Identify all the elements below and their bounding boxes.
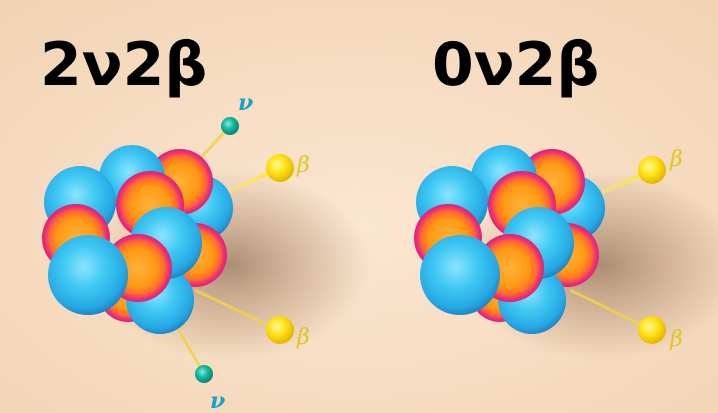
neutron bbox=[48, 235, 128, 315]
neutrino-particle-bottom bbox=[195, 365, 213, 383]
beta-particle-bottom bbox=[266, 316, 294, 344]
beta-trail-bottom bbox=[194, 288, 279, 332]
right-title: 0ν2β bbox=[432, 30, 599, 100]
beta-particle-bottom bbox=[638, 316, 666, 344]
nucleus-left bbox=[42, 145, 233, 334]
beta-label-top: β bbox=[296, 153, 310, 178]
beta-trail-bottom bbox=[569, 288, 653, 332]
neutron bbox=[420, 235, 500, 315]
right-panel: 0ν2β β β bbox=[414, 30, 718, 360]
left-title: 2ν2β bbox=[40, 30, 207, 100]
beta-particle-top bbox=[266, 154, 294, 182]
beta-label-top: β bbox=[669, 147, 683, 172]
left-panel: 2ν2β ν β β bbox=[40, 30, 370, 413]
beta-label-bottom: β bbox=[296, 325, 310, 350]
beta-particle-top bbox=[638, 156, 666, 184]
neutrino-particle-top bbox=[221, 117, 239, 135]
nucleus-right bbox=[414, 145, 605, 334]
beta-label-bottom: β bbox=[669, 327, 683, 352]
neutrino-label-bottom: ν bbox=[210, 388, 225, 413]
neutrino-label-top: ν bbox=[238, 90, 253, 116]
